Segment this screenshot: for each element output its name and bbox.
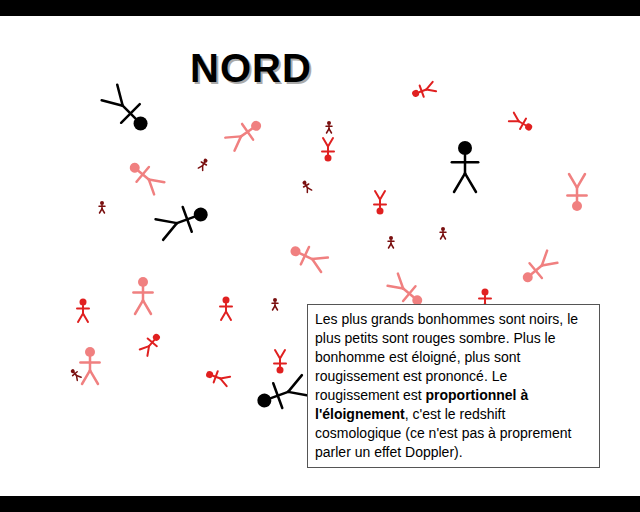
stick-figure — [204, 368, 230, 387]
stick-figure — [287, 240, 329, 273]
stick-figure — [220, 297, 232, 321]
stick-figure — [508, 112, 534, 134]
stick-figure — [155, 200, 212, 242]
letterbox-bar — [0, 0, 640, 16]
stick-figure — [388, 236, 394, 248]
stick-figure — [440, 227, 446, 239]
stick-figure — [567, 174, 586, 211]
stick-figure — [139, 331, 163, 357]
stick-figure — [125, 157, 166, 195]
stick-figure — [274, 350, 286, 374]
stick-figure — [99, 201, 105, 213]
note-box: Les plus grands bonhommes sont noirs, le… — [307, 304, 600, 468]
stick-figure — [272, 298, 278, 310]
stick-figure — [253, 373, 310, 415]
stick-figure — [224, 115, 265, 152]
stick-figure — [69, 368, 81, 381]
stick-figure — [322, 138, 334, 162]
stick-figure — [133, 277, 152, 314]
stick-figure — [452, 141, 478, 192]
stick-figure — [77, 299, 89, 323]
letterbox-bar — [0, 496, 640, 512]
stick-figure — [80, 347, 99, 384]
stick-figure — [374, 191, 386, 215]
stick-figure — [410, 81, 436, 100]
stick-figure — [100, 83, 155, 138]
heading: NORD — [190, 46, 312, 91]
stick-figure — [198, 157, 209, 170]
stick-figure — [301, 179, 312, 192]
stick-figure — [518, 249, 559, 287]
stick-figure — [326, 121, 332, 133]
